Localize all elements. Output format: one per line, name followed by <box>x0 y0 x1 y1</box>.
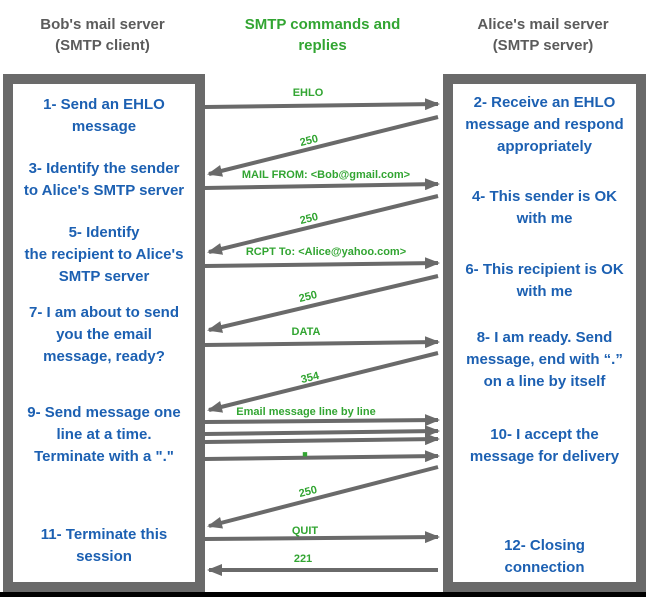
arrow-message-line-1 <box>204 414 440 427</box>
label-data: DATA <box>291 326 321 338</box>
center-column-title: SMTP commands and replies <box>244 16 401 54</box>
label-mail-from: MAIL FROM: <Bob@gmail.com> <box>241 169 411 181</box>
arrow-data-command <box>204 336 440 349</box>
label-250-3: 250 <box>297 288 319 306</box>
server-server-box: 2- Receive an EHLO message and respond a… <box>443 74 646 592</box>
client-step-7: 7- I am about to send you the email mess… <box>28 304 179 365</box>
label-250-2: 250 <box>298 210 320 228</box>
client-step-11: 11- Terminate this session <box>40 526 168 565</box>
arrow-message-terminator <box>204 450 440 463</box>
client-column-title: Bob's mail server (SMTP client) <box>40 16 165 54</box>
server-step-8: 8- I am ready. Send message, end with “.… <box>466 329 623 390</box>
arrow-250-reply-2 <box>207 194 439 255</box>
bottom-bar <box>0 592 646 597</box>
label-rcpt-to: RCPT To: <Alice@yahoo.com> <box>245 246 407 258</box>
server-step-2: 2- Receive an EHLO message and respond a… <box>465 94 624 155</box>
label-email-message: Email message line by line <box>236 406 376 418</box>
arrow-message-line-2 <box>204 425 440 438</box>
server-step-6: 6- This recipient is OK with me <box>465 261 624 300</box>
label-354: 354 <box>299 369 321 387</box>
arrow-250-reply-1 <box>207 115 439 177</box>
client-step-3: 3- Identify the sender to Alice's SMTP s… <box>23 160 185 199</box>
arrow-250-reply-3 <box>207 274 439 333</box>
client-step-5: 5- Identify the recipient to Alice's SMT… <box>24 224 184 285</box>
label-quit: QUIT <box>291 525 319 537</box>
server-step-4: 4- This sender is OK with me <box>471 188 618 227</box>
server-step-12: 12- Closing connection <box>504 537 585 576</box>
arrow-250-reply-4 <box>207 465 439 529</box>
client-step-9: 9- Send message one line at a time. Term… <box>27 404 181 465</box>
label-250-1: 250 <box>298 132 320 150</box>
dot-terminator-icon: ■ <box>302 449 308 459</box>
arrow-rcpt-to-command <box>204 257 440 270</box>
label-ehlo: EHLO <box>292 87 324 99</box>
server-step-10: 10- I accept the message for delivery <box>469 426 620 465</box>
client-step-1: 1- Send an EHLO message <box>43 96 165 135</box>
arrow-mail-from-command <box>204 178 440 191</box>
label-250-4: 250 <box>297 483 319 501</box>
arrow-message-line-3 <box>204 433 440 446</box>
label-221: 221 <box>293 553 313 565</box>
arrow-ehlo-command <box>204 98 440 111</box>
server-column-title: Alice's mail server (SMTP server) <box>477 16 609 54</box>
arrow-354-reply <box>207 351 439 413</box>
arrow-quit-command <box>204 531 440 544</box>
client-server-box: 1- Send an EHLO message 3- Identify the … <box>3 74 205 592</box>
